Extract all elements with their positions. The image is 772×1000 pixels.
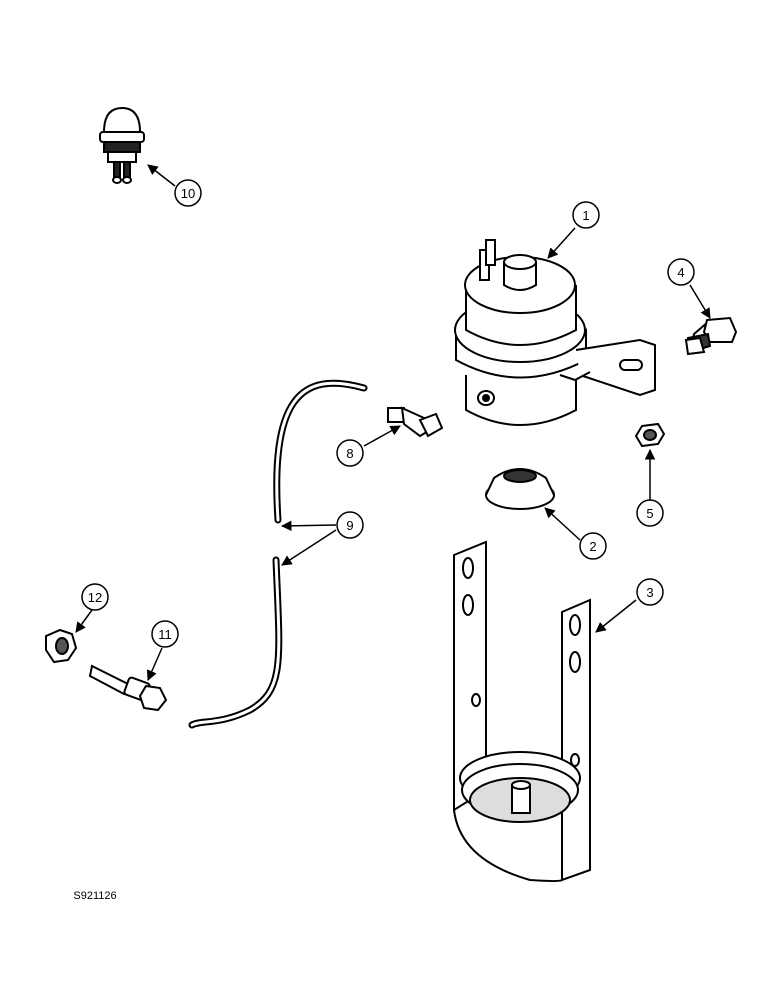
callout-4: 4 <box>667 258 695 286</box>
nut-part <box>634 422 666 448</box>
svg-text:8: 8 <box>346 446 353 461</box>
callout-1: 1 <box>572 201 600 229</box>
svg-text:9: 9 <box>346 518 353 533</box>
callout-10: 10 <box>174 179 202 207</box>
svg-text:11: 11 <box>158 627 172 642</box>
svg-text:3: 3 <box>646 585 653 600</box>
connector-part <box>88 664 168 712</box>
elbow-fitting-part <box>387 406 444 438</box>
callout-12: 12 <box>81 583 109 611</box>
callout-5: 5 <box>636 499 664 527</box>
mounting-bracket-part <box>453 540 591 882</box>
callout-8: 8 <box>336 439 364 467</box>
callout-3: 3 <box>636 578 664 606</box>
svg-text:1: 1 <box>582 208 589 223</box>
figure-code: S921126 <box>73 890 116 902</box>
tubing-part <box>188 379 368 729</box>
svg-text:10: 10 <box>181 186 195 201</box>
svg-text:12: 12 <box>88 590 102 605</box>
bolt-part <box>684 316 738 356</box>
callout-9: 9 <box>336 511 364 539</box>
indicator-lamp-part <box>99 106 145 184</box>
svg-text:2: 2 <box>589 539 596 554</box>
callout-2: 2 <box>579 532 607 560</box>
callout-11: 11 <box>151 620 179 648</box>
leader-lines <box>75 164 711 681</box>
filter-canister-part <box>454 239 656 426</box>
svg-text:4: 4 <box>677 265 684 280</box>
grommet-part <box>485 468 555 510</box>
svg-text:5: 5 <box>646 506 653 521</box>
fitting-nut-part <box>45 628 78 664</box>
